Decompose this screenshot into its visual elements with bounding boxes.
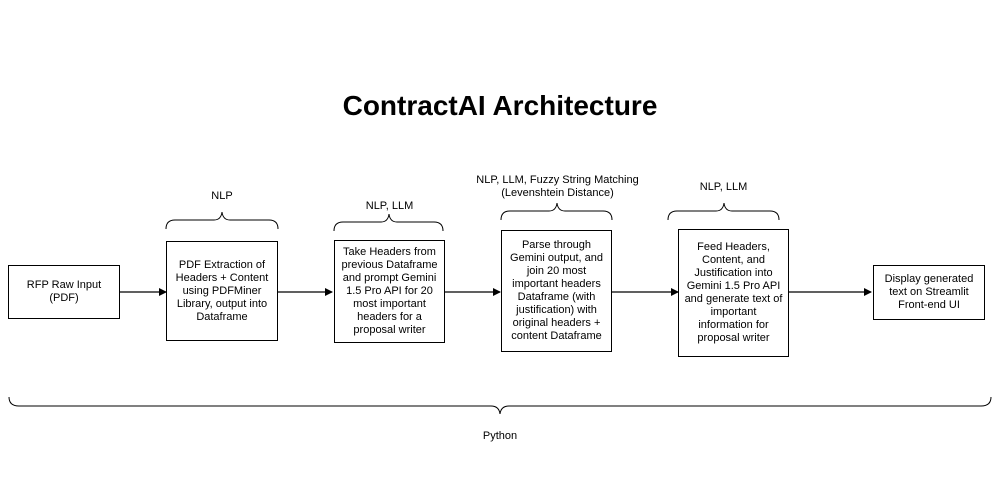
node-streamlit-display: Display generated text on Streamlit Fron… bbox=[873, 265, 985, 320]
node-parse-join: Parse through Gemini output, and join 20… bbox=[501, 230, 612, 352]
brace-label-extract: NLP bbox=[211, 190, 233, 202]
brace-overall bbox=[8, 396, 992, 415]
diagram-title: ContractAI Architecture bbox=[342, 90, 658, 121]
brace-parse bbox=[500, 202, 613, 221]
node-generate-text-label: Feed Headers, Content, and Justification… bbox=[684, 241, 783, 344]
node-pdf-extraction-label: PDF Extraction of Headers + Content usin… bbox=[175, 258, 269, 323]
node-rfp-input: RFP Raw Input (PDF) bbox=[8, 265, 120, 319]
brace-label-feed: NLP, LLM bbox=[699, 181, 748, 193]
node-header-selection-label: Take Headers from previous Dataframe and… bbox=[341, 246, 438, 336]
node-header-selection: Take Headers from previous Dataframe and… bbox=[334, 240, 445, 343]
brace-feed bbox=[667, 202, 780, 221]
brace-label-overall: Python bbox=[482, 430, 518, 442]
node-pdf-extraction: PDF Extraction of Headers + Content usin… bbox=[166, 241, 278, 341]
node-streamlit-display-label: Display generated text on Streamlit Fron… bbox=[884, 273, 974, 311]
node-parse-join-label: Parse through Gemini output, and join 20… bbox=[510, 239, 603, 342]
brace-extract bbox=[165, 211, 279, 230]
brace-headers bbox=[333, 213, 444, 232]
brace-label-headers: NLP, LLM bbox=[365, 200, 414, 212]
brace-label-parse: NLP, LLM, Fuzzy String Matching (Levensh… bbox=[476, 174, 639, 199]
node-rfp-input-label: RFP Raw Input (PDF) bbox=[26, 279, 102, 304]
node-generate-text: Feed Headers, Content, and Justification… bbox=[678, 229, 789, 357]
